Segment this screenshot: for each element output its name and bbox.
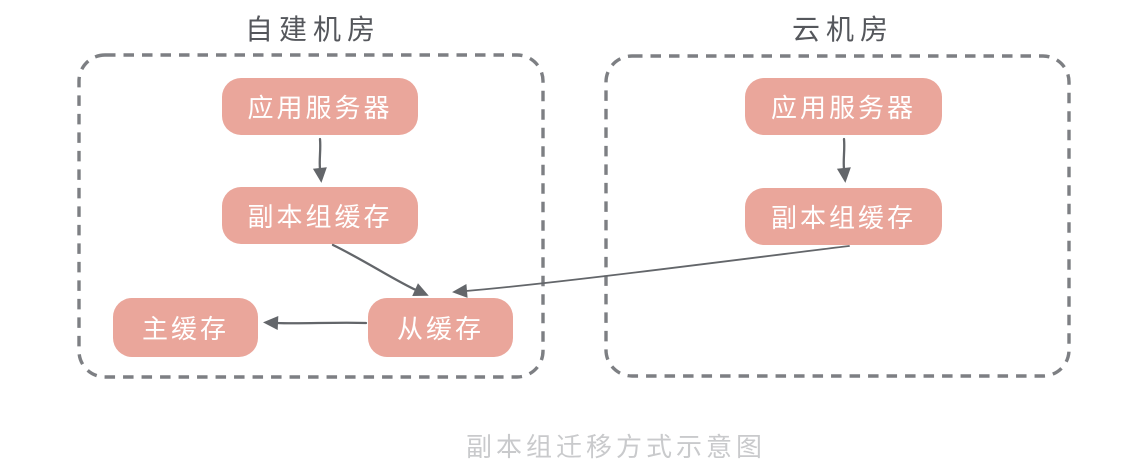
node-replica-group-cache-right: 副本组缓存 bbox=[745, 188, 942, 245]
node-label: 应用服务器 bbox=[247, 94, 393, 124]
diagram-caption: 副本组迁移方式示意图 bbox=[465, 433, 767, 463]
node-app-server-right: 应用服务器 bbox=[745, 78, 942, 135]
node-label: 主缓存 bbox=[141, 315, 229, 345]
edge-appserver-to-replica-left bbox=[312, 137, 327, 183]
edge-replica-left-to-slave bbox=[331, 243, 429, 296]
edge-replica-right-to-slave bbox=[452, 245, 850, 298]
node-replica-group-cache-left: 副本组缓存 bbox=[222, 187, 418, 244]
node-label: 副本组缓存 bbox=[247, 203, 393, 233]
node-slave-cache: 从缓存 bbox=[368, 298, 513, 357]
node-label: 应用服务器 bbox=[770, 94, 916, 124]
node-label: 副本组缓存 bbox=[770, 204, 916, 234]
node-label: 从缓存 bbox=[396, 315, 484, 345]
edge-slave-to-master bbox=[263, 316, 368, 331]
zone-title-self-built: 自建机房 bbox=[244, 13, 382, 46]
node-master-cache: 主缓存 bbox=[113, 298, 258, 357]
zone-title-cloud: 云机房 bbox=[791, 13, 895, 46]
node-app-server-left: 应用服务器 bbox=[222, 78, 418, 135]
edge-appserver-to-replica-right bbox=[836, 137, 851, 183]
